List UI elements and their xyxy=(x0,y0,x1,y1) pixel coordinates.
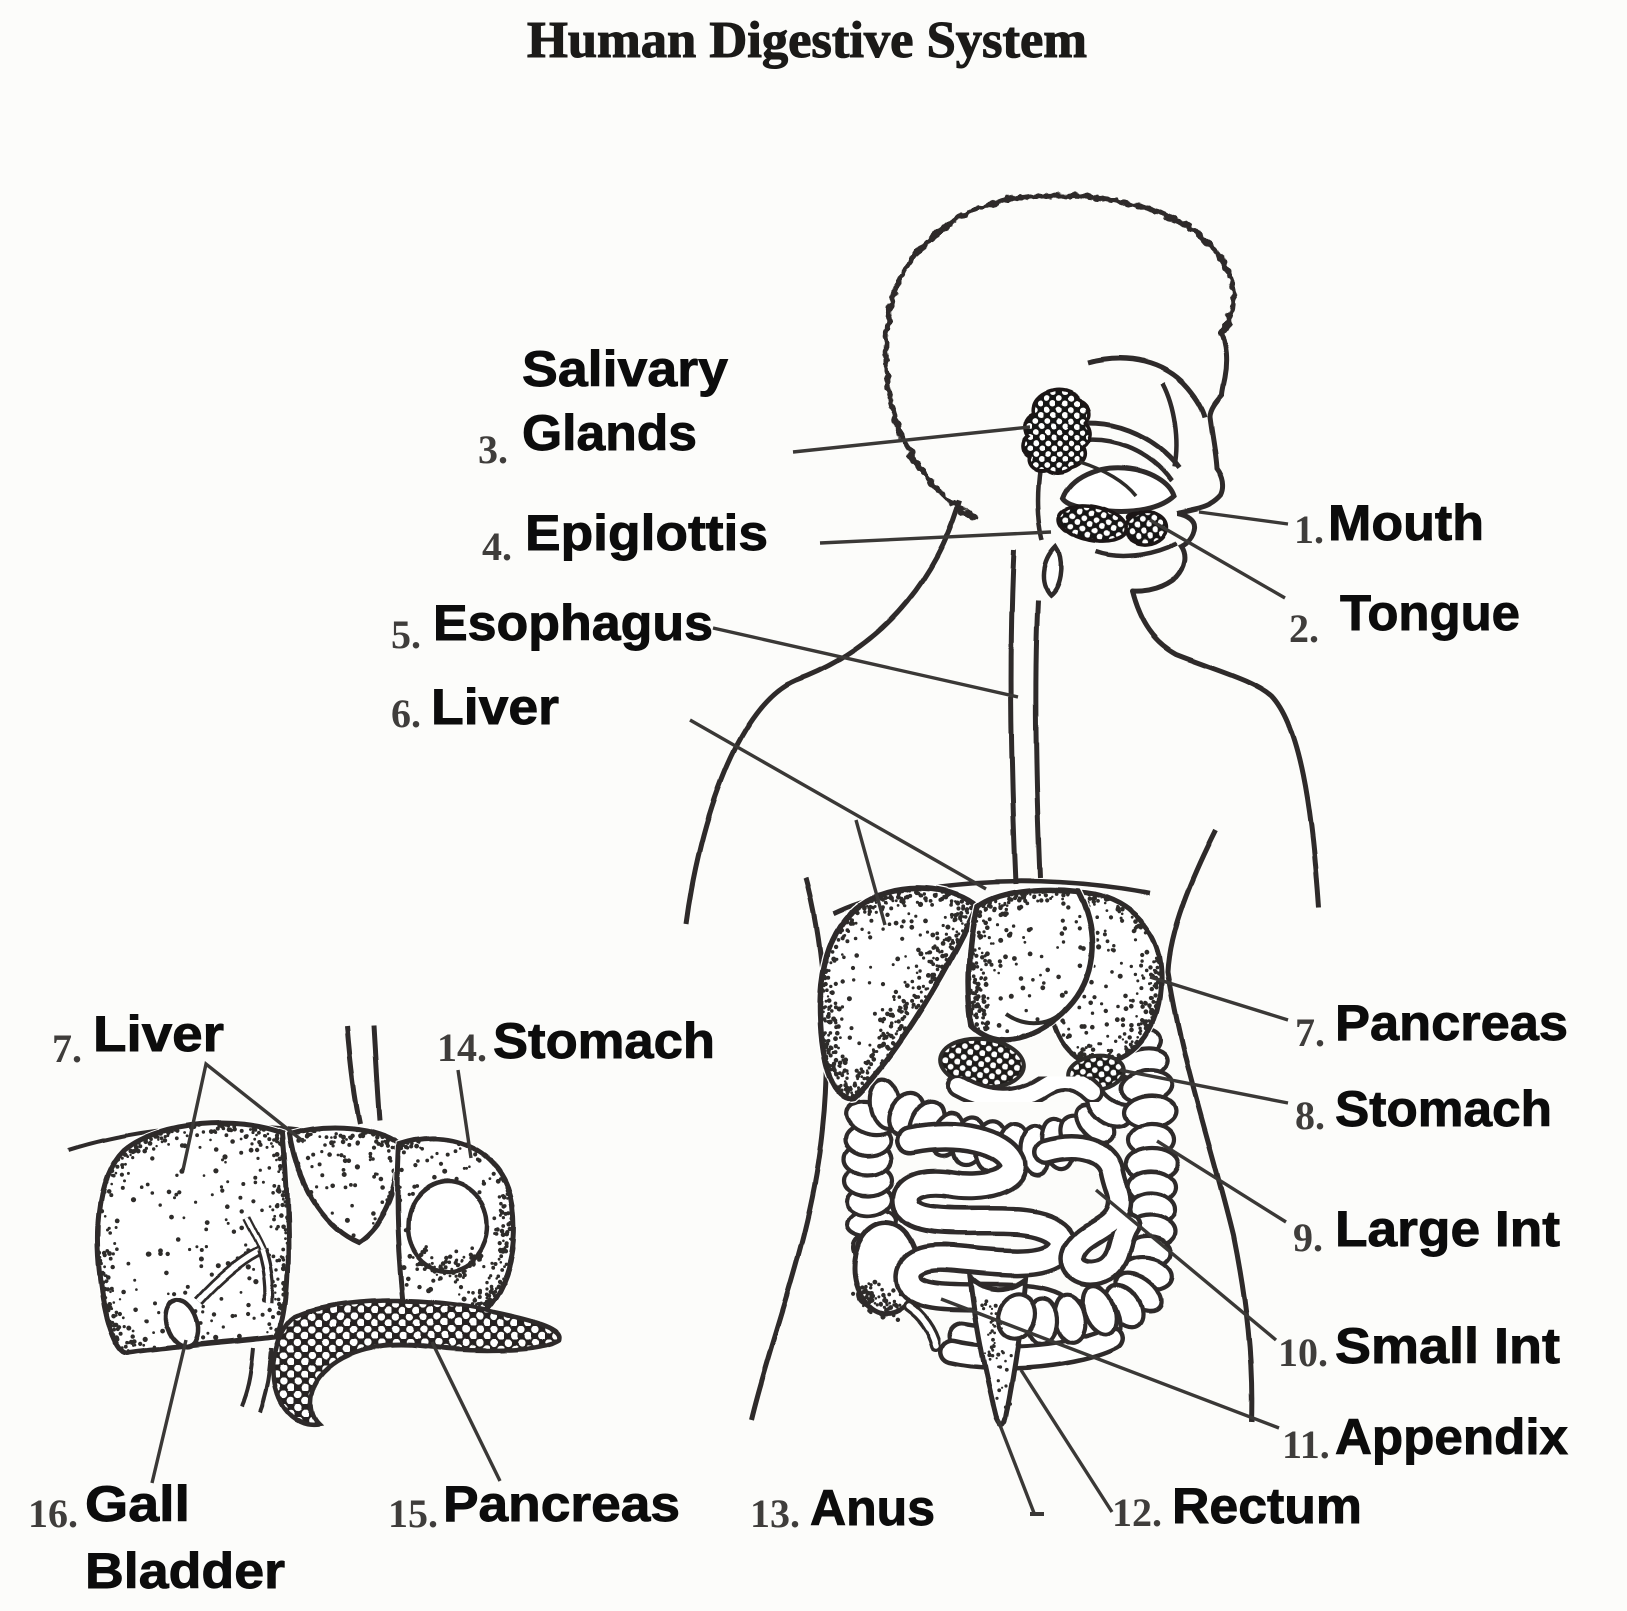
svg-text:Stomach: Stomach xyxy=(493,1013,715,1069)
svg-text:Bladder: Bladder xyxy=(85,1543,285,1599)
svg-text:Esophagus: Esophagus xyxy=(433,595,713,651)
svg-text:Stomach: Stomach xyxy=(1335,1081,1552,1137)
svg-text:Rectum: Rectum xyxy=(1172,1478,1362,1534)
svg-text:Appendix: Appendix xyxy=(1335,1409,1568,1465)
svg-text:12.: 12. xyxy=(1112,1490,1162,1535)
svg-text:Epiglottis: Epiglottis xyxy=(525,505,768,561)
svg-text:Tongue: Tongue xyxy=(1340,585,1520,641)
svg-text:16.: 16. xyxy=(28,1491,78,1536)
svg-text:Pancreas: Pancreas xyxy=(1335,995,1568,1051)
svg-text:7.: 7. xyxy=(52,1026,82,1071)
svg-text:Pancreas: Pancreas xyxy=(443,1476,680,1532)
svg-text:13.: 13. xyxy=(750,1491,800,1536)
svg-text:8.: 8. xyxy=(1295,1093,1325,1138)
svg-text:1.: 1. xyxy=(1294,507,1324,552)
svg-text:4.: 4. xyxy=(482,524,512,569)
svg-text:Gall: Gall xyxy=(85,1476,190,1532)
svg-text:Small Int: Small Int xyxy=(1335,1318,1560,1374)
svg-text:6.: 6. xyxy=(391,691,421,736)
svg-text:2.: 2. xyxy=(1289,606,1319,651)
svg-text:10.: 10. xyxy=(1278,1330,1328,1375)
svg-text:Salivary: Salivary xyxy=(522,341,728,397)
svg-text:Anus: Anus xyxy=(810,1480,935,1536)
svg-text:5.: 5. xyxy=(391,612,421,657)
svg-text:7.: 7. xyxy=(1295,1010,1325,1055)
svg-text:9.: 9. xyxy=(1293,1215,1323,1260)
svg-text:Large Int: Large Int xyxy=(1335,1201,1560,1257)
svg-text:Glands: Glands xyxy=(522,405,697,461)
svg-text:Mouth: Mouth xyxy=(1328,495,1484,551)
svg-text:3.: 3. xyxy=(478,427,508,472)
svg-text:11.: 11. xyxy=(1282,1422,1330,1467)
svg-text:Human Digestive System: Human Digestive System xyxy=(527,12,1087,69)
svg-text:Liver: Liver xyxy=(431,679,559,735)
svg-text:14.: 14. xyxy=(437,1025,487,1070)
svg-text:Liver: Liver xyxy=(93,1006,224,1062)
svg-text:15.: 15. xyxy=(388,1491,438,1536)
